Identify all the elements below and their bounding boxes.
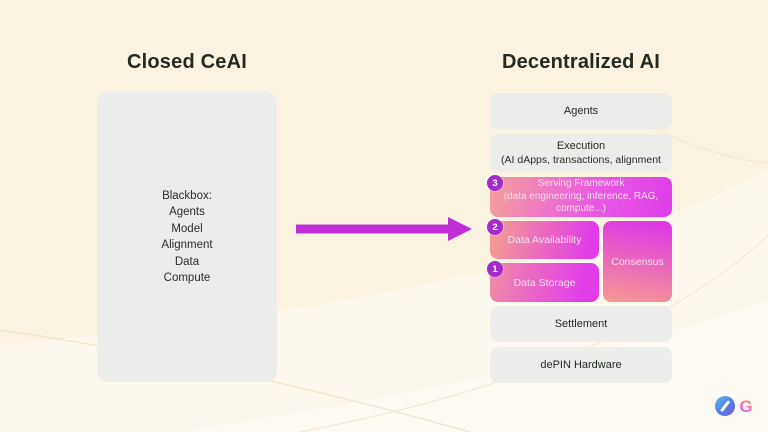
- layer-data-availability-label: Data Availability: [507, 234, 582, 246]
- blackbox-line: Agents: [169, 206, 205, 218]
- layer-data-storage: Data Storage: [490, 263, 599, 302]
- layer-agents-label: Agents: [563, 105, 599, 117]
- blackbox-line: Model: [171, 222, 203, 235]
- step-1-badge: 1: [487, 261, 503, 277]
- 0g-logo: G: [715, 396, 756, 416]
- layer-consensus-label: Consensus: [611, 255, 664, 268]
- zero-slash-icon: [715, 396, 735, 416]
- layer-settlement-label: Settlement: [554, 318, 608, 330]
- layer-execution: Execution (AI dApps, transactions, align…: [490, 134, 672, 172]
- layer-execution-label: Execution: [556, 140, 606, 152]
- decentralized-ai-title: Decentralized AI: [501, 51, 661, 73]
- step-2-badge: 2: [487, 219, 503, 235]
- layer-consensus: Consensus: [603, 221, 672, 302]
- g-letter: G: [739, 397, 752, 416]
- blackbox-line: Alignment: [161, 239, 213, 251]
- blackbox-line: Compute: [163, 272, 211, 284]
- layer-data-availability: Data Availability: [490, 221, 599, 259]
- blackbox-panel: Blackbox: Agents Model Alignment Data Co…: [97, 92, 277, 382]
- layer-data-storage-label: Data Storage: [513, 276, 576, 289]
- blackbox-text: Blackbox: Agents Model Alignment Data Co…: [161, 188, 212, 287]
- layer-serving-label: Serving Framework: [537, 178, 625, 190]
- closed-ceai-title: Closed CeAI: [126, 51, 247, 73]
- layer-depin-hardware: dePIN Hardware: [490, 347, 672, 383]
- layer-execution-sublabel: (AI dApps, transactions, alignment: [501, 154, 661, 166]
- blackbox-line: Data: [174, 255, 200, 268]
- layer-serving-subline1: (data engineering, inference, RAG,: [503, 190, 659, 202]
- g-letter-icon: G: [739, 397, 752, 416]
- layer-settlement: Settlement: [490, 306, 672, 342]
- slash-mark: [719, 400, 731, 412]
- layer-serving-subline2: compute...): [555, 203, 607, 215]
- layer-serving-framework: Serving Framework (data engineering, inf…: [490, 177, 672, 217]
- step-3-badge: 3: [487, 175, 503, 191]
- layer-depin-label: dePIN Hardware: [540, 359, 622, 371]
- blackbox-line: Blackbox:: [162, 189, 212, 202]
- layer-agents: Agents: [490, 93, 672, 129]
- right-arrow-icon: [296, 217, 472, 241]
